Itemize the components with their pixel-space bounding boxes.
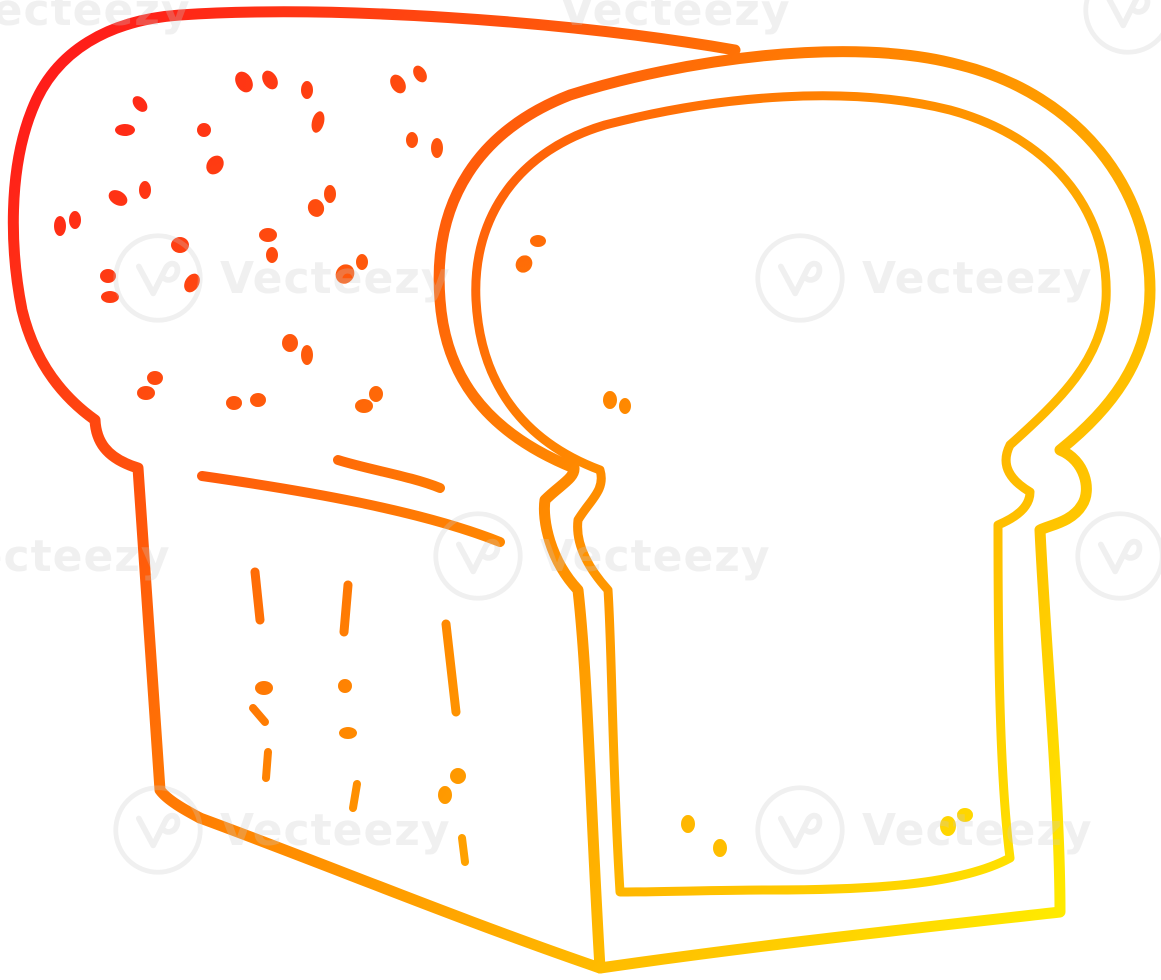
- side-texture-stroke: [249, 704, 269, 726]
- crust-speckles: [54, 65, 443, 413]
- side-texture-stroke: [339, 580, 353, 637]
- crust-seam-dash: [333, 455, 445, 493]
- slice-outer-outline: [433, 46, 1156, 974]
- side-texture-stroke: [458, 834, 469, 866]
- side-texture-stroke: [441, 619, 461, 717]
- slice-inner-outline: [471, 91, 1111, 897]
- slice-speckles: [255, 235, 973, 857]
- loaf-top-crust: [7, 6, 741, 824]
- side-texture-stroke: [349, 780, 361, 812]
- crust-seam-line: [197, 471, 505, 547]
- loaf-bottom-edge: [194, 812, 606, 974]
- side-texture-stroke: [250, 567, 265, 625]
- side-texture-stroke: [262, 748, 272, 782]
